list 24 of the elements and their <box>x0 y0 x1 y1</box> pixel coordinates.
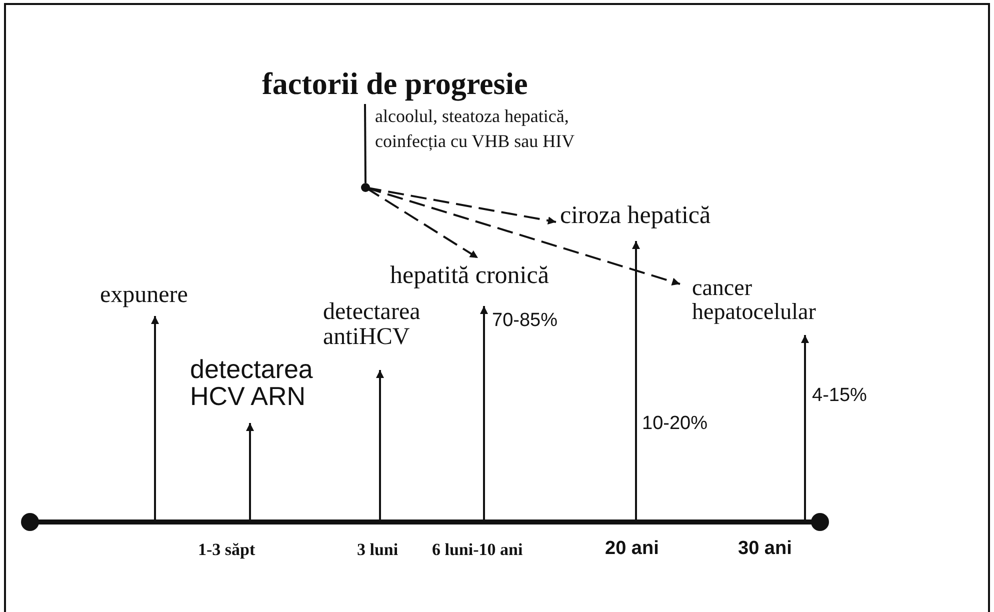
event-label: cancer hepatocelular <box>692 276 820 336</box>
time-label: 6 luni-10 ani <box>432 540 523 560</box>
event-label: detectarea antiHCV <box>323 300 443 364</box>
percentage-label: 70-85% <box>492 310 558 332</box>
arrow <box>246 423 254 522</box>
percentage-label: 4-15% <box>812 385 867 407</box>
event-label: expunere <box>100 283 236 313</box>
heading-label: factorii de progresie <box>262 68 574 104</box>
percentage-label: 10-20% <box>642 413 708 435</box>
time-label: 30 ani <box>738 538 792 560</box>
arrow <box>801 335 809 522</box>
time-label: 3 luni <box>357 540 398 560</box>
event-label: hepatită cronică <box>390 263 602 295</box>
factor-list: alcoolul, steatoza hepatică, coinfecția cu VHB sau HIV <box>375 104 590 154</box>
time-label: 1-3 săpt <box>198 540 256 560</box>
arrow <box>480 306 488 522</box>
event-label: ciroza hepatică <box>560 203 765 237</box>
event-label: detectarea HCV ARN <box>190 356 322 420</box>
junction-dot <box>361 183 370 192</box>
connector-line <box>364 104 366 183</box>
time-label: 20 ani <box>605 538 659 560</box>
arrow <box>632 241 640 522</box>
arrow <box>376 370 384 522</box>
arrow <box>151 316 159 522</box>
